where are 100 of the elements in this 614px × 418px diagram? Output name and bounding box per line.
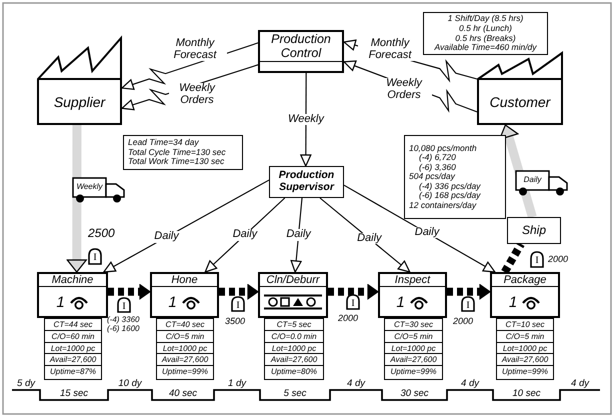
process-data-row: C/O=0.0 min (265, 330, 323, 343)
process-title: Inspect (380, 274, 445, 287)
process-box (378, 272, 447, 318)
quantity-label: (-4) 3360 (107, 316, 140, 325)
process-data-row: Lot=1000 pc (385, 342, 442, 354)
timeline-label: 10 dy (117, 379, 143, 389)
inventory-label: I (350, 298, 356, 309)
shipment-arrow (66, 125, 87, 273)
demand-text: (-4) 6,720 (419, 153, 456, 163)
quantity-label: 2000 (338, 314, 358, 324)
summary-text: Total Cycle Time=130 sec (128, 148, 226, 158)
process-data-box (156, 318, 214, 380)
process-data-row: CT=10 sec (497, 319, 553, 331)
demand-box (404, 135, 506, 219)
push-arrow (447, 284, 491, 300)
push-arrow (219, 284, 259, 300)
timeline-label: 5 sec (282, 389, 308, 399)
info-box (423, 12, 548, 55)
factory-label: Supplier (52, 94, 106, 110)
process-data-box (44, 318, 102, 380)
edge-label: Weekly (75, 182, 104, 191)
process-data-row-text: Uptime=99% (389, 366, 438, 378)
process-data-row: Avail=27,600 (157, 354, 213, 366)
process-data-row: Avail=27,600 (265, 354, 323, 366)
operator-count: 1 (396, 294, 405, 310)
demand-text: (-6) 168 pcs/day (419, 191, 480, 201)
customer-factory (477, 52, 563, 125)
process-box (258, 272, 328, 318)
inventory-label: I (534, 256, 540, 266)
supplier-factory (37, 37, 122, 125)
inventory-label: I (465, 300, 471, 311)
control-box (258, 30, 344, 73)
timeline-label: 40 sec (168, 389, 198, 399)
info-text: 0.5 hrs (Breaks) (455, 34, 516, 43)
quantity-label: (-6) 1600 (107, 324, 140, 334)
operator-count: 1 (508, 294, 518, 310)
timeline-label: 4 dy (570, 379, 590, 389)
info-text: 0.5 hr (Lunch) (459, 24, 512, 34)
process-data-row: C/O=5 min (157, 330, 213, 343)
process-data-box (496, 318, 554, 380)
push-arrow (328, 284, 379, 300)
factory-label: Customer (488, 94, 552, 110)
information-arrow (300, 73, 312, 167)
shipping-box (507, 217, 561, 244)
summary-text: Total Work Time=130 sec (128, 157, 224, 167)
shipment-arrow (499, 124, 537, 218)
supervisor-box (269, 166, 344, 198)
process-data-row: Avail=27,600 (497, 354, 553, 366)
push-arrow (108, 284, 151, 300)
demand-text: (-6) 3,360 (419, 162, 456, 172)
process-title: Package (492, 274, 558, 287)
quantity-label: 2500 (88, 227, 115, 240)
process-data-row-text: Uptime=87% (48, 366, 98, 378)
inventory-label: I (235, 300, 241, 311)
process-title: Hone (152, 274, 217, 287)
inventory-label: I (121, 302, 127, 312)
demand-text: 504 pcs/day (409, 172, 455, 182)
process-data-row: Avail=27,600 (45, 354, 101, 366)
summary-box (123, 135, 243, 170)
timeline-label: 4 dy (460, 379, 480, 389)
process-data-row: Lot=1000 pc (157, 342, 213, 354)
process-title: Machine (39, 274, 106, 287)
process-data-row: Lot=1000 pc (497, 342, 553, 354)
demand-text: (-4) 336 pcs/day (419, 182, 480, 192)
process-data-box (264, 318, 324, 380)
process-data-row-text: Uptime=99% (500, 366, 550, 378)
process-data-box (384, 318, 443, 380)
process-title: Cln/Deburr (260, 274, 326, 287)
timeline-label: 4 dy (346, 379, 366, 389)
process-data-row: CT=40 sec (157, 319, 213, 331)
quantity-label: 2000 (453, 317, 474, 327)
information-arrow (320, 198, 410, 273)
control-label: Production Control (270, 33, 332, 60)
process-data-row: CT=5 sec (265, 319, 323, 331)
timeline-label: 30 sec (400, 389, 430, 399)
process-data-row: C/O=5 min (497, 330, 553, 343)
process-data-row: C/O=60 min (45, 330, 101, 343)
process-data-row: Lot=1000 pc (45, 342, 101, 354)
timeline-label: 1 dy (227, 379, 248, 389)
information-arrow (103, 180, 270, 273)
demand-text: 12 containers/day (409, 200, 476, 210)
info-text: Available Time=460 min/dy (434, 43, 537, 53)
process-box (150, 272, 219, 318)
summary-text: Lead Time=34 day (128, 138, 199, 148)
process-data-row: CT=30 sec (385, 319, 442, 331)
process-data-row-text: Uptime=80% (270, 366, 318, 378)
quantity-label: 2000 (548, 255, 568, 265)
shipping-label: Ship (522, 224, 546, 238)
operator-count: 1 (168, 294, 177, 310)
process-box (37, 272, 108, 318)
process-data-row: Avail=27,600 (385, 354, 442, 366)
timeline-label: 5 dy (16, 379, 36, 389)
process-data-row: CT=44 sec (45, 319, 101, 331)
process-data-row-text: Uptime=99% (160, 366, 210, 378)
timeline-label: 10 sec (512, 389, 542, 399)
supervisor-label: Production Supervisor (278, 170, 336, 194)
inventory-label: I (92, 253, 98, 264)
demand-text: 10,080 pcs/month (409, 144, 477, 154)
process-data-row: C/O=5 min (385, 330, 442, 343)
timeline-label: 15 sec (59, 389, 89, 399)
